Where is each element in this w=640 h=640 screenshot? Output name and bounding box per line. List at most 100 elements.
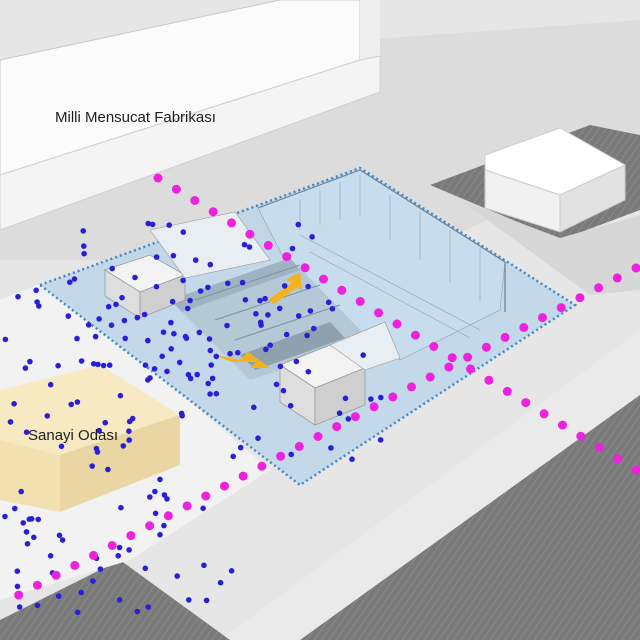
pedestrian-dot	[14, 583, 21, 590]
pedestrian-dot	[105, 466, 111, 473]
pedestrian-dot	[18, 488, 25, 495]
pedestrian-dot	[147, 494, 153, 500]
pedestrian-dot	[277, 363, 284, 370]
pedestrian-dot	[307, 308, 314, 314]
pedestrian-dot	[178, 410, 185, 417]
pedestrian-dot	[168, 346, 174, 352]
axis-dot	[374, 308, 384, 318]
pavement-right	[460, 200, 640, 295]
pedestrian-dot	[33, 287, 39, 294]
pedestrian-dot	[227, 350, 233, 357]
house-building	[484, 127, 627, 233]
axis-dot	[466, 364, 475, 374]
pedestrian-dot	[273, 381, 280, 388]
pedestrian-dot	[187, 375, 194, 382]
axis-dot	[631, 263, 640, 273]
pedestrian-dot	[213, 353, 220, 360]
pedestrian-dot	[93, 445, 100, 452]
axis-dot	[392, 319, 402, 329]
pedestrian-dot	[12, 505, 18, 512]
pedestrian-dot	[224, 322, 230, 329]
axis-dot	[594, 283, 604, 293]
pedestrian-dot	[115, 553, 121, 559]
axis-dot	[556, 303, 566, 313]
axis-dot	[263, 240, 273, 250]
pedestrian-dot	[20, 520, 27, 526]
pedestrian-dot	[325, 299, 332, 306]
pedestrian-dot	[267, 342, 274, 349]
axis-dot	[388, 392, 398, 402]
pedestrian-dot	[276, 305, 283, 312]
pedestrian-dot	[164, 496, 170, 502]
pedestrian-dot	[102, 419, 108, 426]
pedestrian-dot	[100, 362, 107, 369]
pedestrian-dot	[74, 609, 81, 616]
pedestrian-dot	[194, 371, 200, 378]
pedestrian-dots	[2, 220, 384, 616]
pedestrian-dot	[31, 534, 37, 541]
pedestrian-dot	[26, 516, 33, 522]
axis-dot	[350, 412, 360, 422]
pedestrian-dot	[55, 593, 62, 599]
axis-dot	[463, 352, 473, 362]
right-pavilion	[279, 321, 401, 426]
pedestrian-dot	[142, 565, 149, 572]
axis-dot	[425, 372, 435, 382]
pedestrian-dot	[160, 329, 167, 336]
pedestrian-dot	[176, 359, 183, 366]
pedestrian-dot	[153, 254, 160, 260]
sidewalk-lower-right	[220, 330, 640, 640]
pedestrian-dot	[14, 568, 21, 574]
pedestrian-dot	[78, 358, 85, 364]
pedestrian-dot	[44, 413, 51, 419]
pedestrian-dot	[81, 250, 87, 257]
pedestrian-dot	[74, 335, 80, 342]
axis-dot	[369, 402, 379, 412]
pedestrian-dot	[126, 428, 132, 435]
pedestrian-dot	[35, 516, 41, 523]
exhibition-hall	[257, 169, 506, 361]
pedestrian-dot	[68, 401, 74, 408]
pedestrian-dot	[201, 562, 207, 569]
pedestrian-dot	[164, 368, 170, 375]
pedestrian-dot	[206, 336, 213, 342]
pedestrian-dot	[309, 234, 315, 240]
axis-dot	[282, 252, 292, 262]
pedestrian-dot	[328, 445, 334, 451]
pedestrian-dot	[263, 346, 269, 353]
pedestrian-dot	[342, 395, 349, 402]
axis-dot	[227, 218, 236, 228]
pedestrian-dot	[345, 416, 352, 422]
pedestrian-dot	[34, 299, 40, 305]
pedestrian-dot	[287, 402, 294, 409]
pedestrian-dot	[258, 322, 264, 328]
pedestrian-dot	[208, 362, 214, 368]
pedestrian-dot	[280, 387, 287, 394]
axis-dot	[201, 491, 211, 501]
pedestrian-dot	[81, 243, 87, 249]
axis-dot	[257, 461, 267, 471]
axis-dot	[481, 342, 491, 352]
axis-dot	[594, 443, 604, 452]
axis-dot	[337, 285, 347, 295]
pedestrian-dot	[184, 305, 191, 312]
axis-dot	[484, 375, 494, 385]
pedestrian-dot	[166, 222, 172, 228]
pedestrian-dot	[126, 437, 132, 443]
pedestrian-dot	[145, 604, 151, 610]
pedestrian-dot	[11, 401, 17, 407]
pedestrian-dot	[24, 541, 31, 547]
axis-dot	[107, 541, 117, 550]
axis-dot	[502, 386, 512, 396]
pedestrian-dot	[180, 229, 187, 235]
axis-dot	[294, 441, 304, 451]
axis-dot	[319, 274, 328, 284]
axis-dot	[153, 173, 163, 183]
pedestrian-dot	[205, 284, 211, 291]
pedestrian-dot	[106, 362, 113, 369]
axis-dot	[126, 531, 136, 541]
pedestrian-dot	[147, 375, 153, 381]
pedestrian-dot	[120, 443, 127, 449]
pedestrian-dot	[145, 220, 151, 227]
